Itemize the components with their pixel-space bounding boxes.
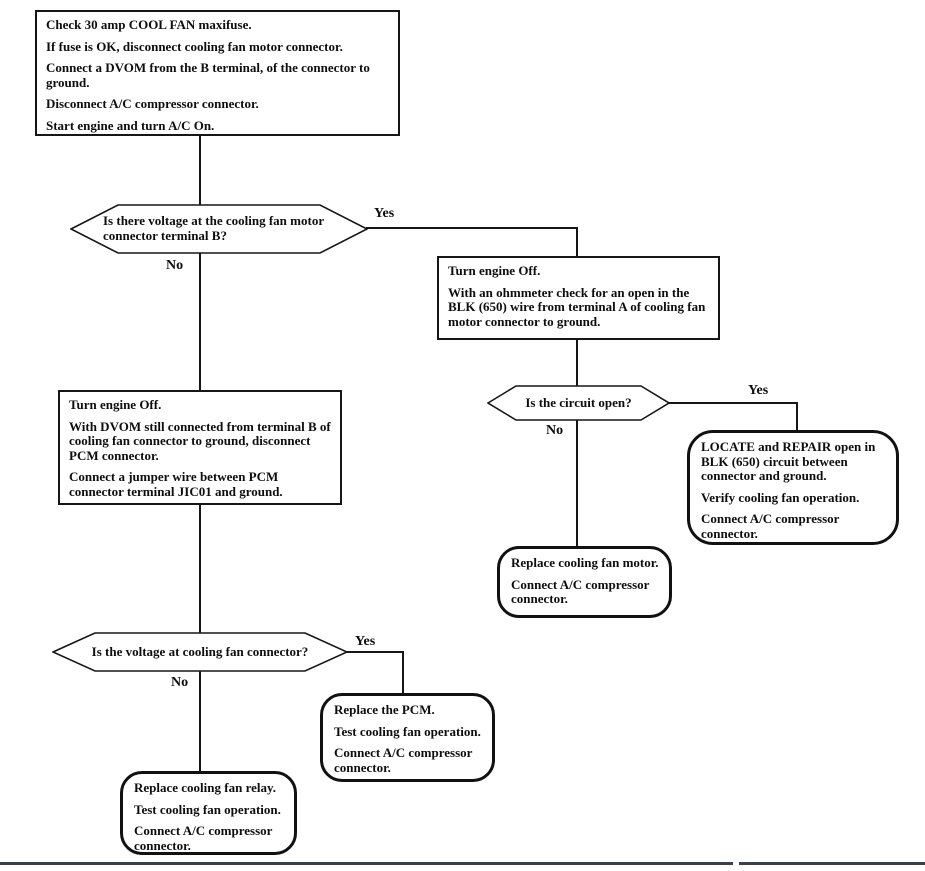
edge-label-yes: Yes bbox=[374, 206, 395, 221]
step-text: LOCATE and REPAIR open in BLK (650) circ… bbox=[701, 439, 876, 484]
edge-label-no: No bbox=[166, 258, 184, 273]
step-text: With an ohmmeter check for an open in th… bbox=[448, 284, 706, 329]
edge-label-yes: Yes bbox=[355, 634, 376, 649]
step-text: Check 30 amp COOL FAN maxifuse. bbox=[46, 17, 252, 32]
step-text: Verify cooling fan operation. bbox=[701, 489, 860, 505]
hexagon-shape bbox=[70, 204, 368, 254]
step-text: Disconnect A/C compressor connector. bbox=[46, 96, 259, 112]
step-text: Connect a DVOM from the B terminal, of t… bbox=[46, 60, 370, 90]
step-text: Connect A/C compressor connector. bbox=[701, 511, 840, 541]
terminal-replace-relay: Replace cooling fan relay. Test cooling … bbox=[120, 771, 297, 855]
connector-line bbox=[576, 340, 578, 386]
connector-line bbox=[402, 651, 404, 694]
step-text: If fuse is OK, disconnect cooling fan mo… bbox=[46, 38, 343, 54]
connector-line bbox=[576, 227, 578, 257]
connector-line bbox=[346, 651, 404, 653]
step-text: With DVOM still connected from terminal … bbox=[69, 418, 331, 463]
connector-line bbox=[576, 420, 578, 547]
edge-label-no: No bbox=[546, 423, 564, 438]
step-text: Turn engine Off. bbox=[69, 397, 162, 412]
step-text: Replace the PCM. bbox=[334, 702, 435, 717]
edge-label-yes: Yes bbox=[748, 383, 769, 398]
edge-label-no: No bbox=[171, 675, 189, 690]
step-text: Connect A/C compressor connector. bbox=[511, 576, 650, 607]
connector-line bbox=[796, 402, 798, 432]
decision-voltage-cooling-fan: Is the voltage at cooling fan connector? bbox=[52, 632, 348, 672]
terminal-locate-repair: LOCATE and REPAIR open in BLK (650) circ… bbox=[687, 430, 899, 545]
connector-line bbox=[366, 227, 578, 229]
terminal-replace-pcm: Replace the PCM. Test cooling fan operat… bbox=[320, 693, 495, 782]
step-text: Connect A/C compressor connector. bbox=[334, 745, 473, 775]
step-text: Replace cooling fan relay. bbox=[134, 780, 277, 795]
connector-line bbox=[199, 671, 201, 772]
jumper-wire-box: Turn engine Off. With DVOM still connect… bbox=[58, 390, 342, 505]
terminal-replace-motor: Replace cooling fan motor. Connect A/C c… bbox=[497, 546, 672, 618]
check-ohmmeter-box: Turn engine Off. With an ohmmeter check … bbox=[437, 256, 720, 340]
step-text: Start engine and turn A/C On. bbox=[46, 117, 215, 133]
step-text: Connect a jumper wire between PCM connec… bbox=[69, 469, 283, 499]
connector-line bbox=[199, 504, 201, 633]
step-text: Replace cooling fan motor. bbox=[511, 555, 659, 570]
connector-line bbox=[199, 136, 201, 205]
decision-voltage-terminal-b: Is there voltage at the cooling fan moto… bbox=[70, 204, 368, 254]
decision-question: Is the circuit open? bbox=[525, 394, 632, 410]
connector-line bbox=[199, 253, 201, 391]
decision-question: Is the voltage at cooling fan connector? bbox=[91, 643, 309, 659]
decision-circuit-open: Is the circuit open? bbox=[487, 385, 670, 421]
page-rule bbox=[0, 862, 733, 865]
page-rule bbox=[739, 862, 925, 865]
step-text: Test cooling fan operation. bbox=[334, 723, 481, 739]
hexagon-shape bbox=[487, 385, 670, 421]
step-text: Turn engine Off. bbox=[448, 263, 541, 278]
decision-question: Is there voltage at the cooling fan moto… bbox=[103, 213, 324, 243]
connector-line bbox=[668, 402, 798, 404]
hexagon-shape bbox=[52, 632, 348, 672]
start-process-box: Check 30 amp COOL FAN maxifuse. If fuse … bbox=[35, 10, 400, 136]
step-text: Test cooling fan operation. bbox=[134, 801, 281, 817]
step-text: Connect A/C compressor connector. bbox=[134, 823, 273, 853]
